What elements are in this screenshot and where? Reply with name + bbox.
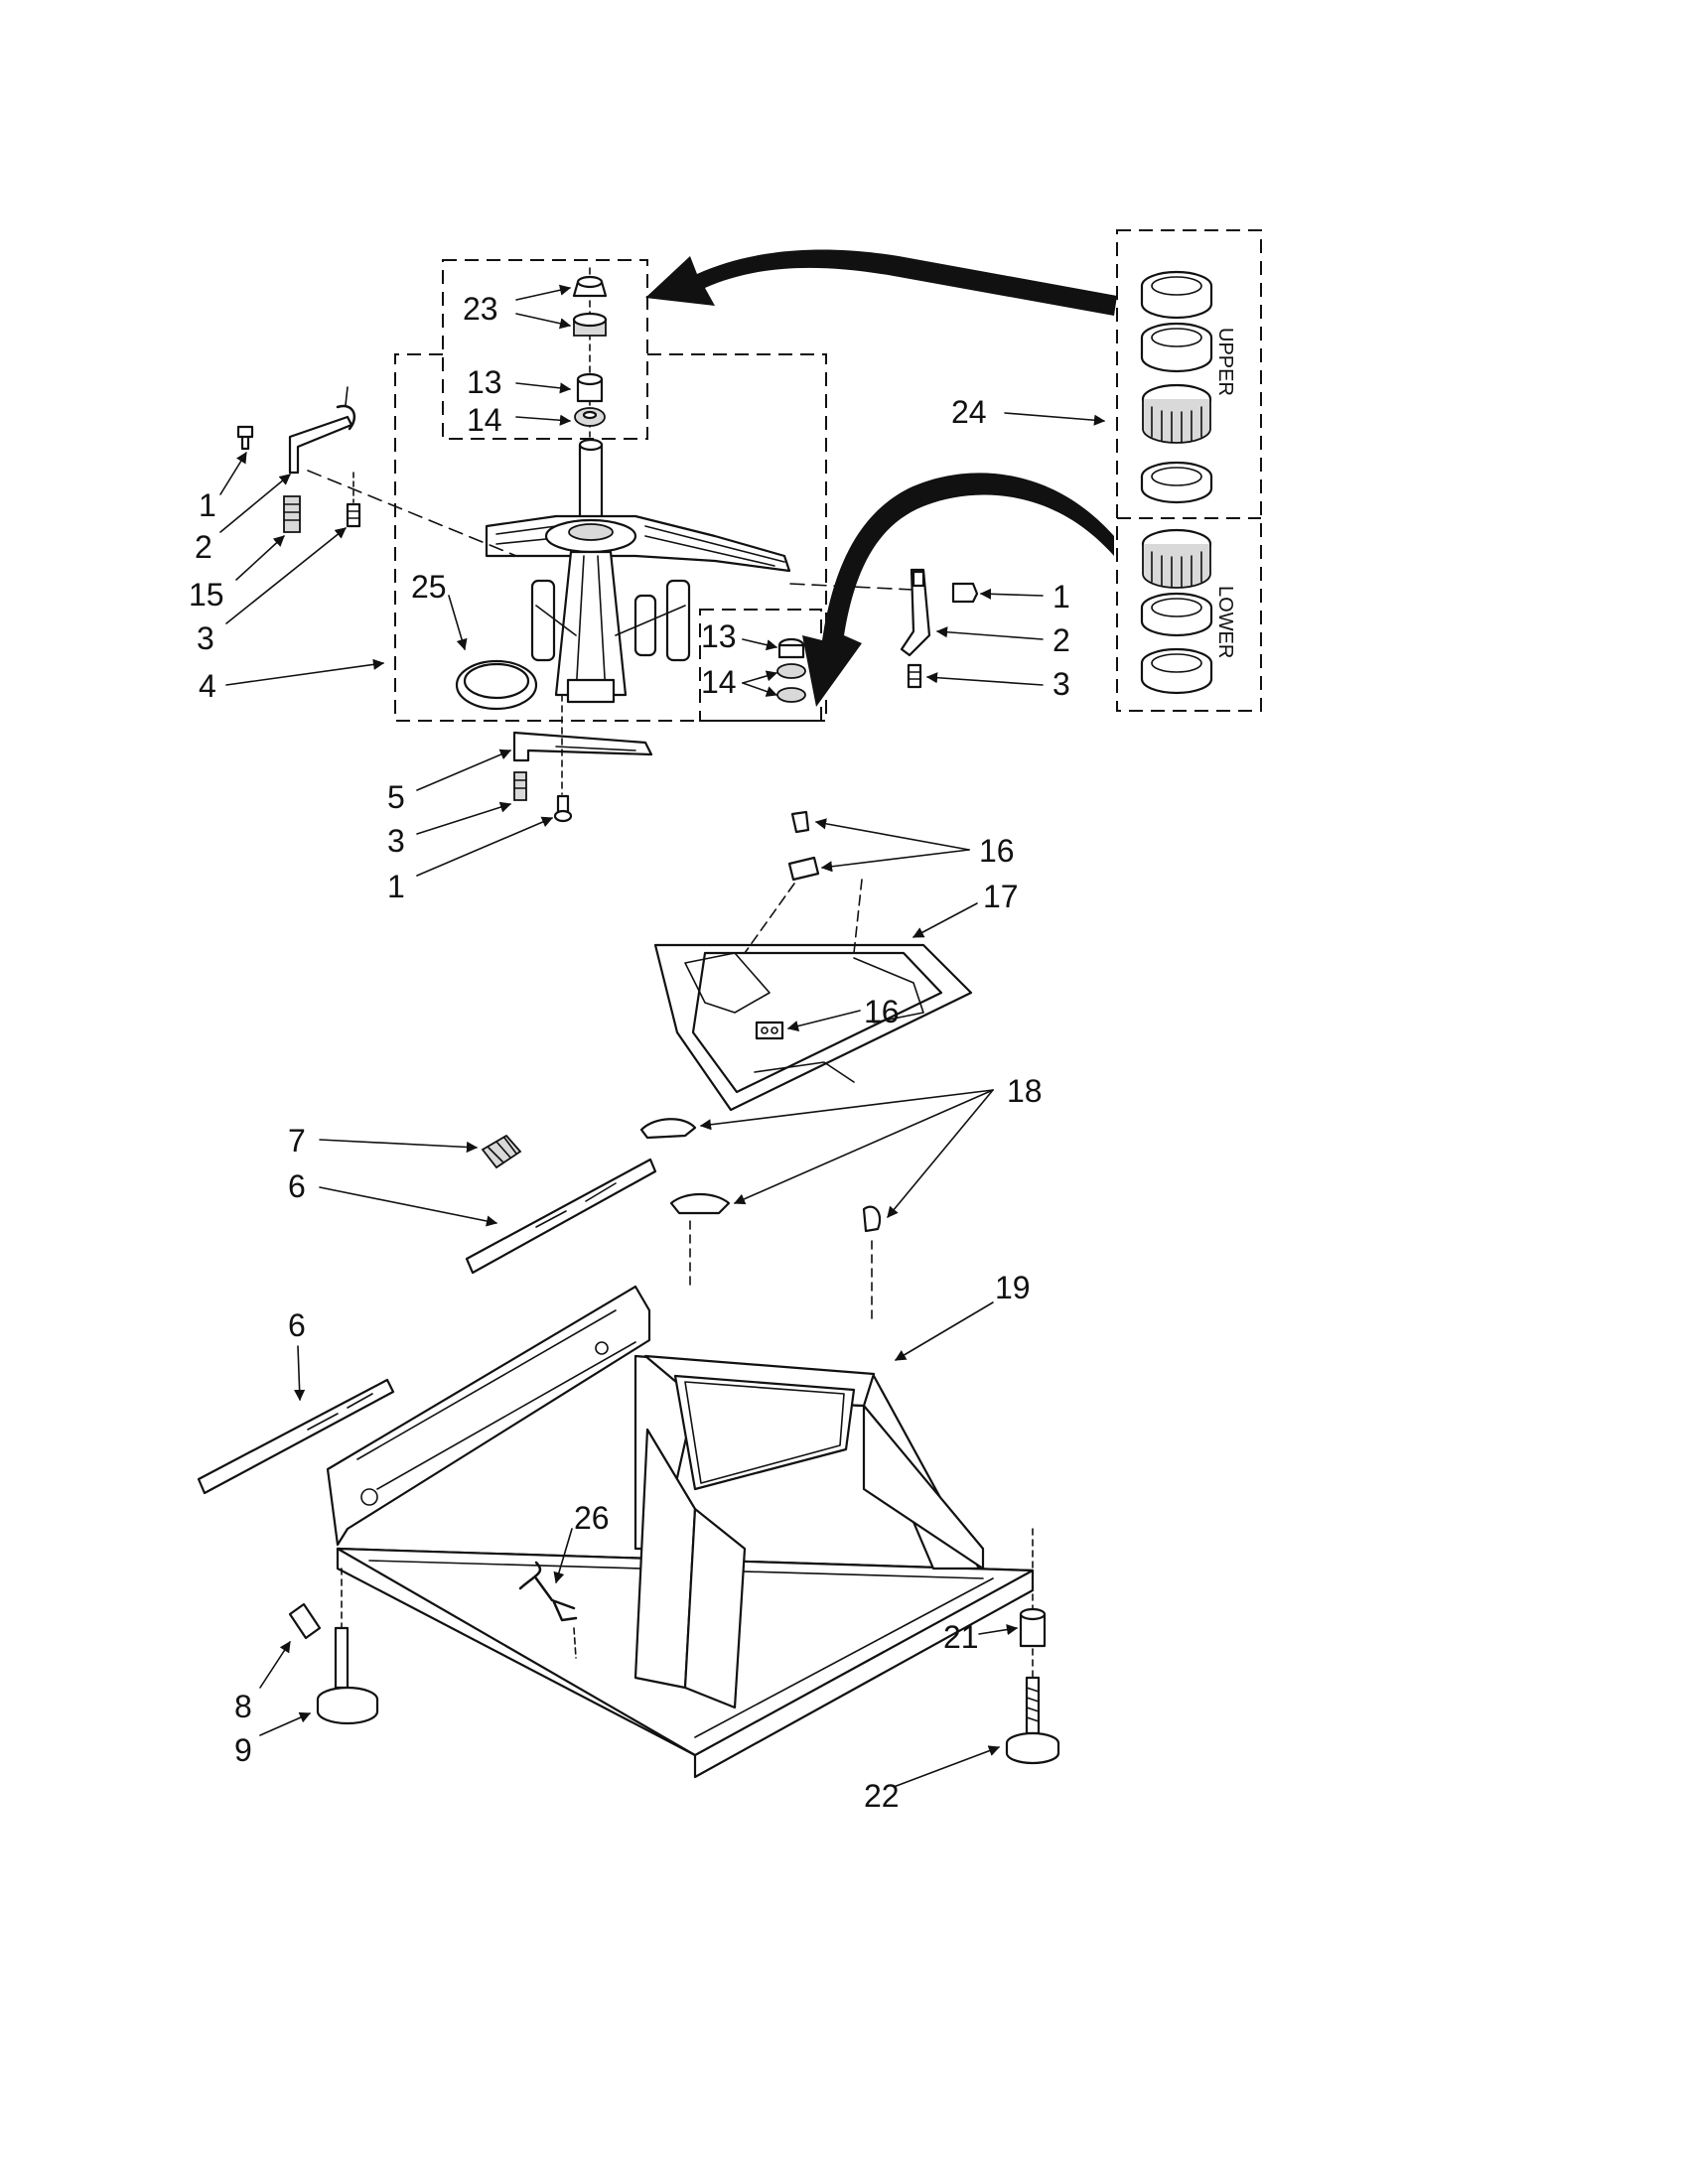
part-9-foot-pad xyxy=(316,1686,379,1725)
callout-14-upper: 14 xyxy=(467,402,502,438)
callout-3-left: 3 xyxy=(197,620,214,656)
kit-curved-arrows xyxy=(645,249,1117,707)
callout-18: 18 xyxy=(1007,1073,1043,1109)
part-1-bolt-lower xyxy=(556,794,570,814)
lower-kit-arrow xyxy=(802,473,1114,707)
part-7-spring xyxy=(481,1134,522,1169)
part-2-bracket-right xyxy=(900,568,931,657)
callout-16-top: 16 xyxy=(979,833,1015,869)
shaft-stack xyxy=(572,267,608,438)
callout-2-left: 2 xyxy=(195,529,212,565)
callout-8: 8 xyxy=(234,1689,252,1724)
part-2-bracket-left xyxy=(288,415,353,475)
frame-17 xyxy=(653,879,973,1112)
callout-1-left: 1 xyxy=(199,487,216,523)
callout-6-lower: 6 xyxy=(288,1307,306,1343)
right-bracket-cluster xyxy=(789,568,979,689)
lower-seal-ring xyxy=(1140,647,1213,695)
callout-19: 19 xyxy=(995,1270,1031,1305)
label-lower: LOWER xyxy=(1214,586,1236,658)
part-1-bolt-left xyxy=(236,425,254,451)
callout-23: 23 xyxy=(463,291,498,327)
callout-21: 21 xyxy=(943,1619,979,1655)
upper-seal-ring xyxy=(1140,270,1213,320)
part-6-channel-lower xyxy=(197,1378,395,1495)
part-25-ring xyxy=(455,659,538,711)
callout-17: 17 xyxy=(983,879,1019,914)
callout-9: 9 xyxy=(234,1732,252,1768)
part-1-bolt-right xyxy=(951,582,979,604)
right-foot xyxy=(1005,1528,1060,1765)
bearing-kit-24: UPPER LOWER xyxy=(1140,270,1236,695)
callout-2-right: 2 xyxy=(1052,622,1070,658)
callout-16-bottom: 16 xyxy=(864,994,900,1029)
left-bracket-cluster xyxy=(236,386,517,557)
part-15-spring xyxy=(283,495,301,533)
callout-3-lower: 3 xyxy=(387,823,405,859)
part-18-pad-1 xyxy=(639,1118,697,1140)
callout-15: 15 xyxy=(189,577,224,613)
part-6-channel-upper xyxy=(465,1158,657,1275)
upper-seal-ring-2 xyxy=(1140,322,1213,373)
part-13-bushing xyxy=(576,372,604,403)
upper-kit-arrow xyxy=(645,249,1117,316)
clips-16 xyxy=(755,810,820,1040)
part-3-spring-left xyxy=(346,502,361,528)
part-18-pad-3 xyxy=(862,1205,882,1233)
part-8-pin xyxy=(288,1602,322,1640)
group-box-23-14 xyxy=(442,259,648,440)
part-3-spring-right xyxy=(907,663,922,689)
part-13-14-lower xyxy=(776,637,806,703)
callout-6-upper: 6 xyxy=(288,1168,306,1204)
callout-25: 25 xyxy=(411,569,447,605)
base-frame-19 xyxy=(326,1285,1035,1779)
part-22-leveling-leg xyxy=(1005,1676,1060,1765)
part-23-upper-cap xyxy=(572,275,608,298)
part-16-clip-top xyxy=(790,810,810,834)
part-3-spring-lower xyxy=(513,771,527,801)
part-16-clip-middle xyxy=(787,856,820,882)
lower-bearing-race xyxy=(1140,592,1213,637)
callout-24: 24 xyxy=(951,394,987,430)
part-5-bracket xyxy=(512,731,653,762)
callout-13-upper: 13 xyxy=(467,364,502,400)
callout-14-lower: 14 xyxy=(701,664,737,700)
callout-1-right: 1 xyxy=(1052,579,1070,614)
callout-22: 22 xyxy=(864,1778,900,1814)
callout-3-right: 3 xyxy=(1052,666,1070,702)
callout-5: 5 xyxy=(387,779,405,815)
callout-13-lower: 13 xyxy=(701,618,737,654)
hub-assembly-4 xyxy=(485,438,791,704)
upper-bearing-race xyxy=(1140,461,1213,504)
leader-arrows xyxy=(219,284,1106,1788)
upper-roller-bearing xyxy=(1141,383,1212,444)
callout-26: 26 xyxy=(574,1500,610,1536)
left-foot xyxy=(288,1568,379,1725)
part-16-clip-bottom xyxy=(755,1021,784,1040)
group-box-24-kit xyxy=(1116,229,1262,712)
part-14-washer xyxy=(574,407,606,427)
label-upper: UPPER xyxy=(1214,328,1236,396)
part-26-hanger xyxy=(518,1561,578,1622)
part-23-lower-cap xyxy=(572,312,608,337)
callout-labels: 23 13 14 1 2 15 3 4 25 13 14 1 2 3 24 5 … xyxy=(189,291,1070,1814)
part-18-pad-2 xyxy=(669,1193,731,1215)
callout-4: 4 xyxy=(199,668,216,704)
part-21-nut xyxy=(1019,1607,1047,1648)
lower-hub-bracket xyxy=(512,694,653,823)
pads-18 xyxy=(639,1118,882,1321)
callout-7: 7 xyxy=(288,1123,306,1159)
lower-roller-bearing xyxy=(1141,528,1212,589)
callout-1-lower: 1 xyxy=(387,869,405,904)
